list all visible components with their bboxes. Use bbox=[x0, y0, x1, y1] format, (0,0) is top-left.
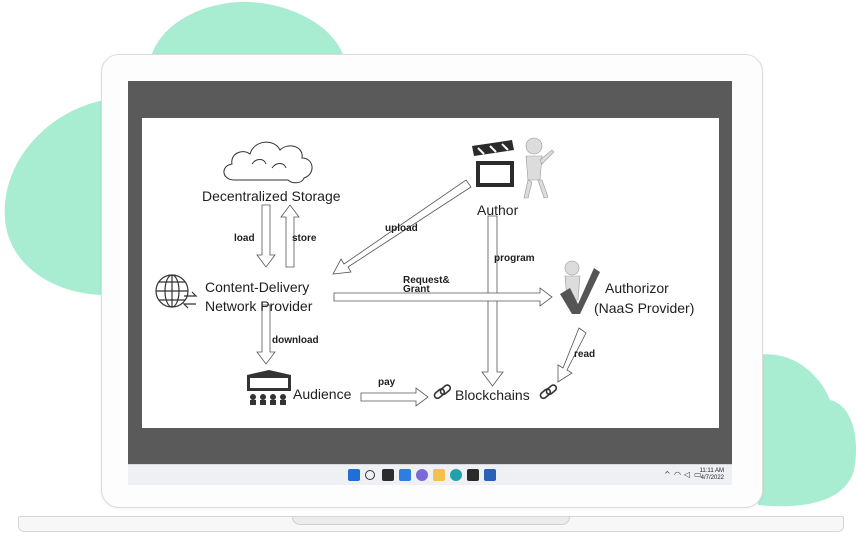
word-icon[interactable] bbox=[484, 469, 496, 481]
audience-stage-icon bbox=[247, 370, 291, 405]
author-figure-icon bbox=[523, 137, 555, 199]
edge-label-request-line2: Grant bbox=[403, 284, 430, 295]
chain-link-icon bbox=[539, 384, 558, 400]
download-arrow bbox=[256, 304, 276, 365]
taskbar: ^ ◠ ◁ ▭ 11:11 AM 4/7/2022 bbox=[128, 464, 732, 485]
battery-icon[interactable]: ▭ bbox=[694, 470, 702, 479]
globe-network-icon bbox=[155, 274, 198, 309]
pay-arrow bbox=[360, 387, 429, 407]
edge-label-upload: upload bbox=[385, 223, 418, 234]
node-authorizor-line2: (NaaS Provider) bbox=[594, 300, 695, 316]
edge-browser-icon[interactable] bbox=[450, 469, 462, 481]
laptop-notch bbox=[292, 517, 570, 525]
node-decentralized-storage: Decentralized Storage bbox=[202, 188, 341, 204]
search-icon[interactable] bbox=[365, 470, 375, 480]
load-arrow bbox=[256, 204, 276, 268]
file-explorer-icon[interactable] bbox=[433, 469, 445, 481]
clock-time[interactable]: 11:11 AM bbox=[699, 468, 724, 474]
node-cdn-line1: Content-Delivery bbox=[205, 279, 310, 295]
edge-label-program: program bbox=[494, 253, 535, 264]
clapperboard-icon bbox=[472, 140, 514, 187]
wifi-icon[interactable]: ◠ bbox=[674, 470, 681, 479]
node-cdn-line2: Network Provider bbox=[205, 298, 313, 314]
edge-label-pay: pay bbox=[378, 377, 396, 388]
edge-label-request-line1: Request& bbox=[403, 275, 450, 286]
clock-date[interactable]: 4/7/2022 bbox=[700, 475, 724, 481]
windows-start-icon[interactable] bbox=[348, 469, 360, 481]
background-blob-left bbox=[4, 100, 105, 295]
architecture-diagram: Decentralized Storage Author Content-Del… bbox=[142, 118, 719, 428]
edge-label-download: download bbox=[272, 335, 319, 346]
node-audience: Audience bbox=[293, 386, 352, 402]
background-blob-right bbox=[758, 354, 857, 507]
node-blockchains: Blockchains bbox=[455, 387, 530, 403]
widgets-icon[interactable] bbox=[399, 469, 411, 481]
request-grant-arrow bbox=[333, 287, 553, 307]
read-arrow bbox=[557, 327, 587, 383]
edge-label-read: read bbox=[574, 349, 596, 360]
laptop-screen: Decentralized Storage Author Content-Del… bbox=[128, 81, 732, 485]
background-blob-top bbox=[150, 1, 345, 60]
store-icon[interactable] bbox=[467, 469, 479, 481]
edge-label-load: load bbox=[234, 233, 255, 244]
cloud-icon bbox=[223, 141, 313, 184]
edge-label-store: store bbox=[292, 233, 317, 244]
upload-arrow bbox=[332, 179, 472, 275]
store-arrow bbox=[280, 204, 300, 268]
volume-icon[interactable]: ◁ bbox=[684, 470, 691, 479]
chevron-up-icon[interactable]: ^ bbox=[664, 470, 671, 479]
chat-icon[interactable] bbox=[416, 469, 428, 481]
node-authorizor-line1: Authorizor bbox=[605, 280, 669, 296]
node-author: Author bbox=[477, 202, 519, 218]
task-view-icon[interactable] bbox=[382, 469, 394, 481]
chain-link-icon bbox=[433, 384, 452, 400]
authorizor-figure-icon bbox=[560, 260, 600, 314]
